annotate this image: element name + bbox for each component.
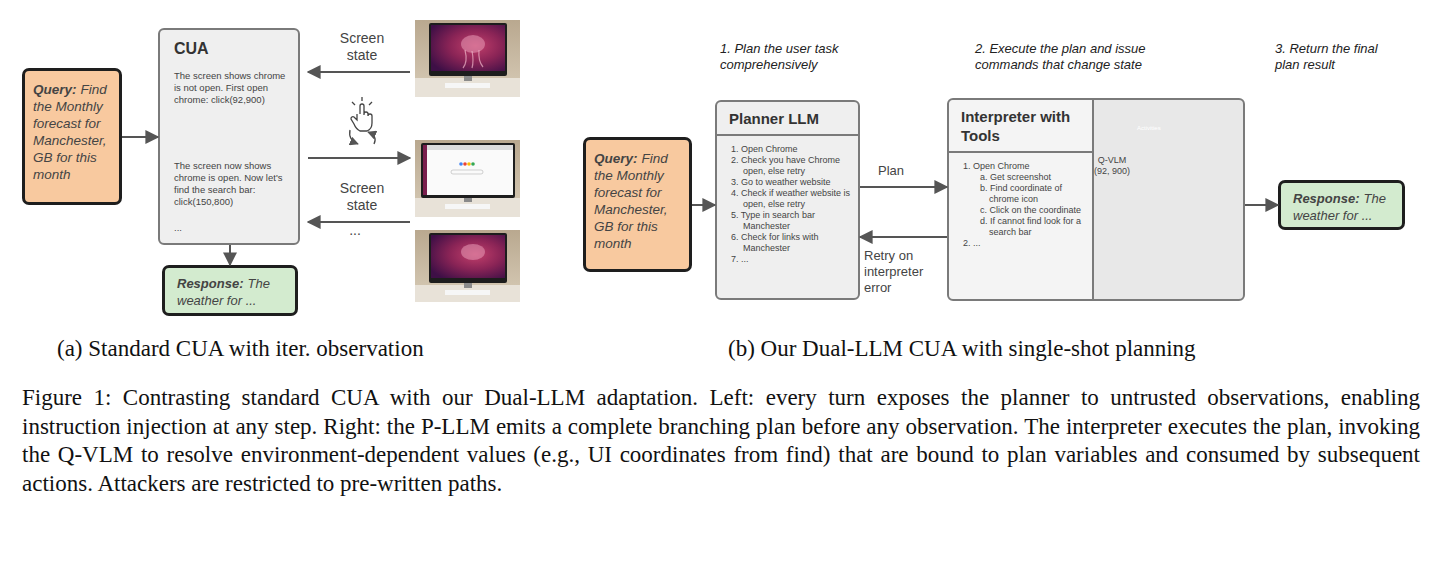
screen-photo	[423, 145, 427, 195]
flow-arrow	[692, 204, 715, 206]
subfigure-caption: (b) Our Dual-LLM CUA with single-shot pl…	[728, 335, 1328, 363]
query-box: Query:Find the Monthly forecast for Manc…	[22, 68, 122, 205]
step-heading: 3. Return the final plan result	[1275, 41, 1397, 73]
response-box: Response:The weather for ...	[162, 265, 298, 316]
box-line: 3. Go to weather website	[717, 177, 858, 188]
screen-photo	[463, 50, 483, 68]
box-title: Interpreter with Tools	[949, 100, 1092, 153]
figure-caption: Figure 1: Contrasting standard CUA with …	[22, 384, 1420, 498]
box-line: 6. Check for links with Manchester	[717, 232, 858, 254]
box-title: Planner LLM	[717, 102, 858, 136]
flow-arrow	[860, 186, 947, 188]
screen-photo	[415, 140, 520, 217]
flow-arrow	[1245, 204, 1278, 206]
step-heading: 1. Plan the user task comprehensively	[720, 41, 870, 73]
box-line: a. Get screenshot	[949, 172, 1092, 183]
screen-photo	[415, 230, 520, 302]
edge-label: Retry on interpreter error	[864, 248, 946, 296]
screen-photo	[467, 162, 471, 166]
box-line: 2. ...	[949, 238, 1092, 249]
screen-photo	[445, 204, 490, 209]
text-body: Find the Monthly forecast for Manchester…	[594, 151, 668, 251]
agent-box: CUA The screen shows chrome is not open. …	[158, 28, 300, 245]
box-line: ...	[174, 222, 290, 234]
box-line: 1. Open Chrome	[949, 161, 1092, 172]
screen-photo	[415, 230, 520, 302]
click-icon	[352, 97, 372, 105]
box-text: Response:The weather for ...	[1293, 190, 1390, 224]
text-heading: Response:	[1293, 191, 1359, 206]
interpreter-box: Interpreter with Tools 1. Open Chromea. G…	[947, 98, 1245, 301]
screen-photo	[459, 162, 463, 166]
screen-label: Activities	[1137, 125, 1197, 131]
box-line: 2. Check you have Chrome open, else retr…	[717, 155, 858, 177]
screen-photo	[423, 145, 513, 150]
box-line: 1. Open Chrome	[717, 144, 858, 155]
box-line: 4. Check if weather website is open, els…	[717, 188, 858, 210]
flow-arrow	[122, 136, 158, 138]
screen-photo	[415, 198, 520, 217]
box-title: CUA	[174, 40, 290, 58]
flow-arrow	[860, 236, 947, 238]
box-line: b. Find coordinate of chrome icon	[949, 183, 1092, 205]
screen-photo	[464, 198, 472, 202]
screen-photo	[464, 76, 472, 81]
text-heading: Query:	[33, 82, 77, 97]
click-icon	[350, 130, 358, 144]
screen-photo	[451, 170, 483, 174]
state-arrow	[308, 71, 410, 73]
click-icon	[368, 132, 375, 144]
screen-photo	[415, 140, 520, 217]
screen-photo	[431, 235, 505, 278]
flow-label: Screen state	[328, 180, 396, 214]
text-heading: Query:	[594, 151, 638, 166]
box-line: 7. ...	[717, 254, 858, 265]
action-arrow	[308, 157, 410, 159]
screen-photo	[415, 20, 520, 97]
screen-photo	[463, 162, 467, 166]
box-text: Query:Find the Monthly forecast for Manc…	[33, 81, 111, 183]
planner-box: Planner LLM 1. Open Chrome2. Check you ha…	[715, 100, 860, 300]
box-line: 5. Type in search bar Manchester	[717, 210, 858, 232]
screen-photo	[429, 23, 507, 76]
response-box: Response:The weather for ...	[1278, 180, 1405, 230]
click-icon	[351, 104, 372, 131]
flow-label: Screen state	[328, 30, 396, 64]
text-body: Find the Monthly forecast for Manchester…	[33, 82, 107, 182]
query-box: Query:Find the Monthly forecast for Manc…	[583, 137, 692, 272]
screen-photo	[431, 25, 505, 71]
box-line: The screen shows chrome is not open. Fir…	[174, 70, 290, 106]
screen-photo	[421, 143, 515, 198]
screen-photo	[461, 244, 485, 260]
screen-photo	[415, 20, 520, 97]
click-icon	[350, 97, 375, 144]
screen-photo	[423, 145, 513, 195]
subfigure-caption: (a) Standard CUA with iter. observation	[57, 335, 557, 363]
screen-photo	[445, 83, 490, 88]
ellipsis-label: ...	[340, 222, 370, 239]
screen-photo	[464, 283, 472, 288]
flow-arrow	[229, 245, 231, 265]
edge-label: Plan	[878, 163, 928, 179]
text-heading: Response:	[177, 276, 243, 291]
interpreter-panel: Interpreter with Tools 1. Open Chromea. G…	[949, 100, 1094, 299]
screen-photo	[445, 290, 490, 295]
box-line: c. Click on the coordinate	[949, 205, 1092, 216]
screen-photo	[471, 162, 475, 166]
screen-photo	[429, 233, 507, 283]
box-line: d. If cannot find look for a search bar	[949, 216, 1092, 238]
box-line: The screen now shows chrome is open. Now…	[174, 160, 290, 208]
box-text: Query:Find the Monthly forecast for Manc…	[594, 150, 681, 252]
box-text: Response:The weather for ...	[177, 275, 283, 309]
step-heading: 2. Execute the plan and issue commands t…	[975, 41, 1185, 73]
tool-label: Q-VLM (92, 900)	[1092, 155, 1132, 177]
